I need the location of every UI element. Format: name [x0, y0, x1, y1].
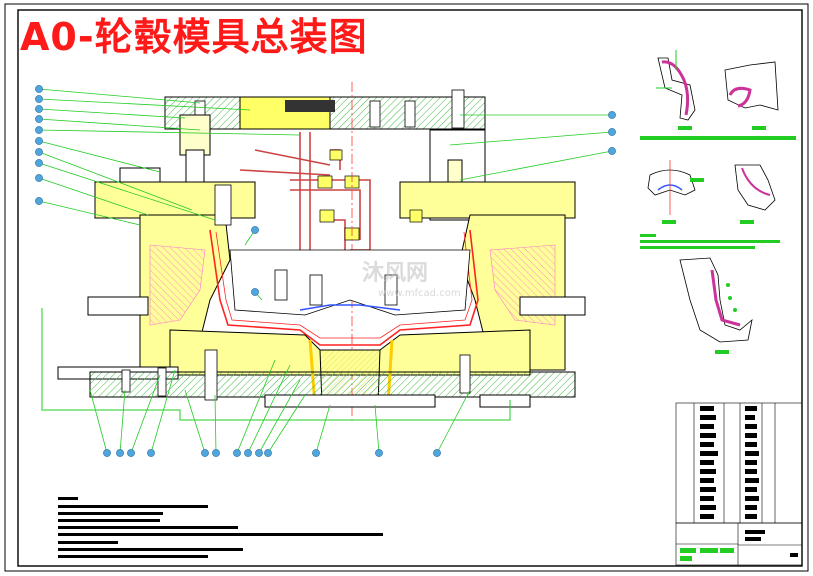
base-foot	[479, 394, 531, 408]
title-block-green	[680, 548, 734, 561]
parts-list-rows	[700, 406, 759, 519]
top-plate-bolts	[194, 89, 465, 129]
detail-view-c	[647, 160, 704, 224]
top-core	[229, 249, 471, 316]
detail-notes	[640, 234, 780, 249]
wheel-profile	[209, 229, 479, 346]
technical-requirements	[58, 497, 383, 558]
watermark-url: www.mfcad.com	[378, 288, 461, 299]
watermark-brand: 沐风网	[362, 261, 429, 286]
detail-view-b	[724, 61, 779, 130]
title-block	[675, 522, 803, 566]
left-cylinder	[87, 296, 149, 316]
wheel-profile-inner	[215, 231, 473, 339]
core-bolts	[214, 184, 398, 306]
right-side-arm	[399, 181, 576, 219]
detail-view-a	[656, 50, 696, 130]
inner-border	[17, 9, 803, 567]
base-bolts	[121, 349, 471, 401]
left-arm-bracket	[119, 167, 161, 183]
leader-lines	[38, 88, 613, 454]
detail-view-e	[679, 257, 753, 354]
main-assembly-view	[41, 82, 586, 421]
gate-blue	[299, 304, 401, 311]
detail-note-line	[640, 136, 796, 140]
callout-bubbles	[35, 85, 616, 457]
outer-border	[4, 3, 809, 572]
base-outline	[41, 308, 511, 421]
pipe-fittings	[317, 149, 423, 241]
base-bottom-plate	[264, 394, 436, 408]
right-cylinder	[519, 296, 586, 316]
cooling-pipes	[239, 132, 371, 270]
left-mold-cooling	[149, 244, 206, 326]
drawing-title: A0-轮毂模具总装图	[20, 15, 368, 59]
parts-list	[675, 402, 803, 524]
sprue-bush-top	[285, 100, 335, 112]
detail-view-d	[734, 164, 776, 224]
title-block-marks	[745, 530, 798, 557]
left-guide-post	[179, 114, 211, 156]
